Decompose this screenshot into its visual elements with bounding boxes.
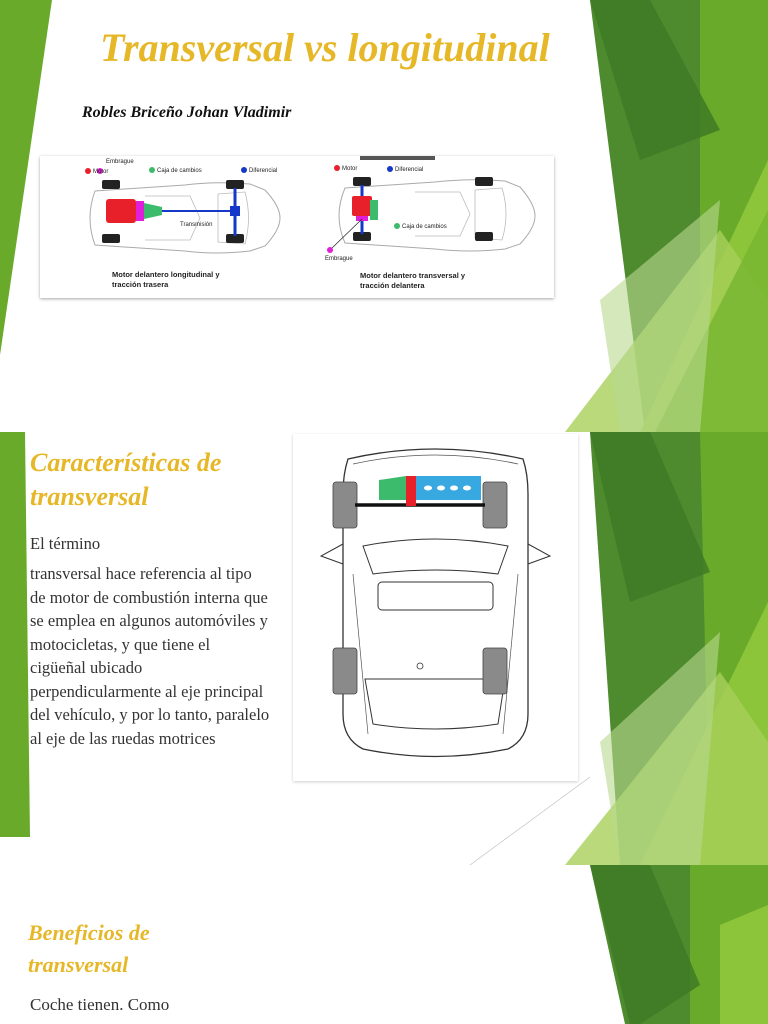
svg-text:Transmisión: Transmisión (180, 222, 212, 228)
svg-text:Motor: Motor (93, 169, 108, 175)
author-name: Robles Briceño Johan Vladimir (82, 104, 292, 121)
svg-text:Embrague: Embrague (325, 256, 353, 262)
svg-text:Motor: Motor (342, 166, 357, 172)
slide-2: Características de transversal El términ… (0, 432, 768, 865)
slide-3: Beneficios de transversal Coche tienen. … (0, 865, 768, 1024)
svg-text:Motor delantero transversal y: Motor delantero transversal y (360, 271, 466, 280)
transversal-car-diagram: Motor Diferencial Caja de cambios Embrag… (325, 156, 536, 290)
slide-1: Transversal vs longitudinal Robles Brice… (0, 0, 768, 432)
svg-text:Embrague: Embrague (106, 159, 134, 165)
paragraph-intro: El término (30, 534, 101, 553)
slide-title: Transversal vs longitudinal (100, 25, 550, 70)
section-heading: Características de transversal (30, 448, 222, 511)
svg-text:Diferencial: Diferencial (249, 168, 277, 174)
longitudinal-car-diagram: Embrague Motor Caja de cambios Diferenci… (85, 159, 281, 289)
drivetrain-comparison-diagram: Embrague Motor Caja de cambios Diferenci… (40, 156, 554, 298)
paragraph-intro: Coche tienen. Como (30, 995, 170, 1014)
transverse-engine-car-illustration (293, 434, 578, 781)
svg-text:Diferencial: Diferencial (395, 167, 423, 173)
paragraph-definition: transversal hace referencia al tipo de m… (30, 564, 270, 748)
svg-text:tracción delantera: tracción delantera (360, 281, 425, 290)
svg-text:tracción trasera: tracción trasera (112, 280, 169, 289)
svg-text:Caja de cambios: Caja de cambios (402, 224, 447, 230)
svg-text:Motor delantero longitudinal y: Motor delantero longitudinal y (112, 270, 220, 279)
svg-text:Caja de cambios: Caja de cambios (157, 168, 202, 174)
section-heading: Beneficios de transversal (28, 920, 150, 977)
